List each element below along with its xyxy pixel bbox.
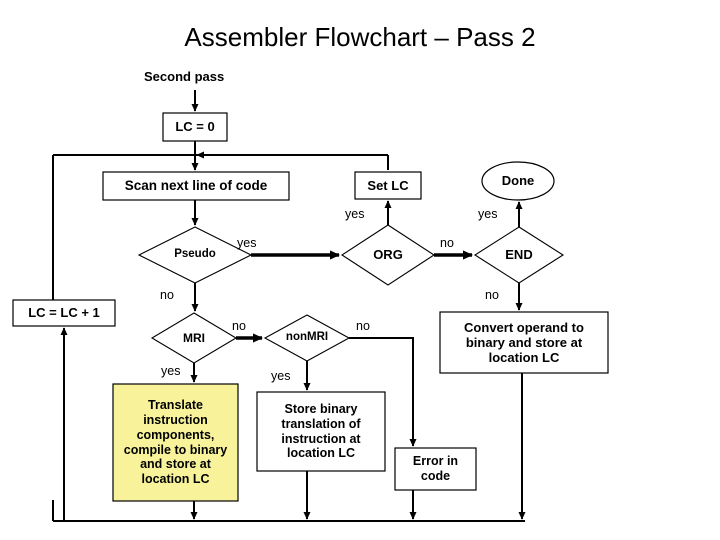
edge-label-pseudo-yes: yes <box>237 236 257 250</box>
node-done <box>481 161 555 201</box>
node-scan-line <box>102 171 290 201</box>
node-error-in-code <box>394 447 477 491</box>
page-title: Assembler Flowchart – Pass 2 <box>184 22 536 52</box>
edge-nonmri-no-to-error <box>349 337 417 447</box>
node-store-binary <box>256 391 386 472</box>
node-convert-operand <box>439 311 609 374</box>
node-end <box>473 226 565 284</box>
node-mri <box>150 312 238 364</box>
node-set-lc <box>354 171 422 200</box>
node-pseudo <box>137 226 253 284</box>
edge-label-nonmri-no: no <box>356 319 370 333</box>
edge-label-pseudo-no: no <box>160 288 174 302</box>
edge-label-org-no: no <box>440 236 454 250</box>
edge-label-mri-yes: yes <box>161 364 181 378</box>
node-lc-increment <box>12 299 116 327</box>
edge-label-end-yes: yes <box>478 207 498 221</box>
edge-label-nonmri-yes: yes <box>271 369 291 383</box>
node-org <box>340 224 436 286</box>
edge-label-mri-no: no <box>232 319 246 333</box>
label-second-pass: Second pass <box>144 69 225 84</box>
node-nonmri <box>263 314 351 362</box>
node-translate-instruction <box>112 383 239 502</box>
edge-label-end-no: no <box>485 288 499 302</box>
node-lc-zero <box>162 112 228 142</box>
edge-label-org-yes: yes <box>345 207 365 221</box>
